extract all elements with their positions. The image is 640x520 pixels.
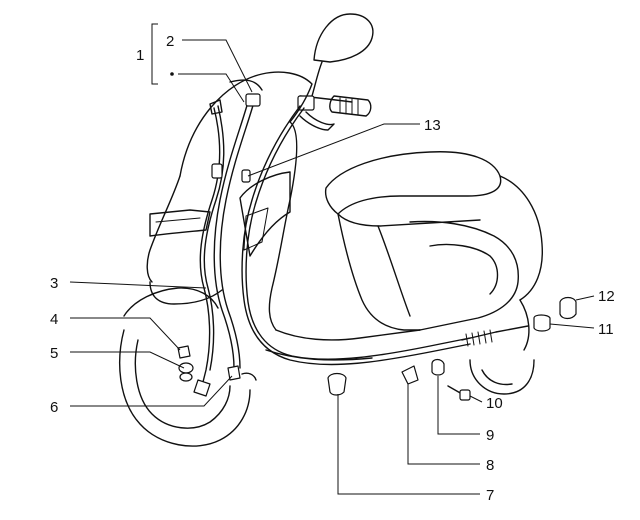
- leader-11: [549, 323, 595, 329]
- callout-1: 1: [136, 47, 144, 64]
- headset-detail: [229, 79, 263, 91]
- leader-6: [70, 375, 233, 407]
- callout-11: 11: [598, 321, 614, 338]
- bullet-dot: [170, 72, 174, 76]
- leader-2: [182, 39, 253, 93]
- grip-ribs: [339, 97, 359, 116]
- rear-tire: [469, 359, 535, 395]
- spring-clip: [241, 372, 257, 381]
- seat-base: [337, 213, 481, 227]
- handle-grip: [329, 95, 372, 117]
- callout-13: 13: [424, 117, 441, 134]
- front-light-panel: [149, 209, 211, 237]
- cable-3-top-end: [209, 99, 223, 115]
- part-10-screw-head: [459, 389, 471, 401]
- callout-9: 9: [486, 427, 494, 444]
- leader-4: [70, 317, 181, 351]
- front-fender-top: [149, 281, 223, 305]
- leader-7: [337, 394, 480, 495]
- front-fender: [123, 287, 219, 317]
- glovebox-lid: [243, 207, 269, 251]
- leader-10: [469, 395, 483, 403]
- cable-2-sheath: [219, 101, 255, 369]
- callout-10: 10: [486, 395, 503, 412]
- light-line: [155, 217, 201, 223]
- part-11-cap: [533, 314, 551, 332]
- front-tire-inner: [134, 339, 231, 429]
- cable-3-sheath: [203, 105, 225, 371]
- callout-labels: 1 2 3 4 5 6 7 8 9 10 11 12 13: [50, 33, 615, 504]
- part-4-screw: [177, 345, 191, 359]
- part-12-adjuster: [559, 296, 577, 320]
- cable-13: [241, 105, 471, 366]
- callout-4: 4: [50, 311, 58, 328]
- cable-13-sheath: [245, 107, 471, 360]
- leg-shield: [268, 121, 298, 331]
- rear-body-front: [337, 213, 421, 331]
- rear-cable-rod: [495, 325, 529, 333]
- seat-top: [324, 151, 502, 215]
- side-panel-detail: [429, 243, 499, 295]
- rear-tire-inner: [481, 369, 513, 386]
- leader-dot: [178, 73, 245, 103]
- leader-9: [437, 376, 480, 435]
- side-panel: [409, 220, 519, 331]
- part-8-clip: [401, 365, 419, 385]
- part-5-nut: [179, 372, 193, 382]
- cable-adjuster: [211, 163, 223, 179]
- callout-3: 3: [50, 275, 58, 292]
- mirror-stem: [311, 61, 323, 97]
- small-parts: [177, 296, 577, 401]
- callout-6: 6: [50, 399, 58, 416]
- rear-body-top: [499, 175, 543, 301]
- part-9-nut: [431, 358, 445, 376]
- leader-13: [247, 123, 420, 177]
- leader-12: [575, 295, 595, 301]
- front-profile: [146, 175, 181, 283]
- front-tire-outer: [119, 329, 251, 447]
- callout-7: 7: [486, 487, 494, 504]
- floorboard: [275, 329, 421, 341]
- cable-lower-end: [193, 379, 211, 397]
- leader-3: [69, 281, 207, 289]
- cable-2: [213, 101, 249, 369]
- cables: [193, 93, 529, 397]
- bracket-1: [151, 23, 158, 85]
- cable-clip: [241, 169, 251, 183]
- part-7-grommet: [327, 372, 347, 396]
- body-crease: [377, 225, 411, 317]
- callout-2: 2: [166, 33, 174, 50]
- thread-marks: [465, 329, 493, 347]
- mirror-head: [313, 13, 374, 63]
- part-5-washer: [178, 362, 194, 374]
- cable-3: [199, 107, 221, 387]
- callout-12: 12: [598, 288, 615, 305]
- front-shield-top: [179, 71, 313, 177]
- leader-8: [407, 384, 480, 465]
- cable-top-fitting: [245, 93, 261, 107]
- callout-8: 8: [486, 457, 494, 474]
- brake-lever: [299, 111, 335, 131]
- leader-lines: [69, 23, 595, 495]
- callout-5: 5: [50, 345, 58, 362]
- leader-5: [70, 351, 185, 369]
- rear-fender: [519, 299, 530, 351]
